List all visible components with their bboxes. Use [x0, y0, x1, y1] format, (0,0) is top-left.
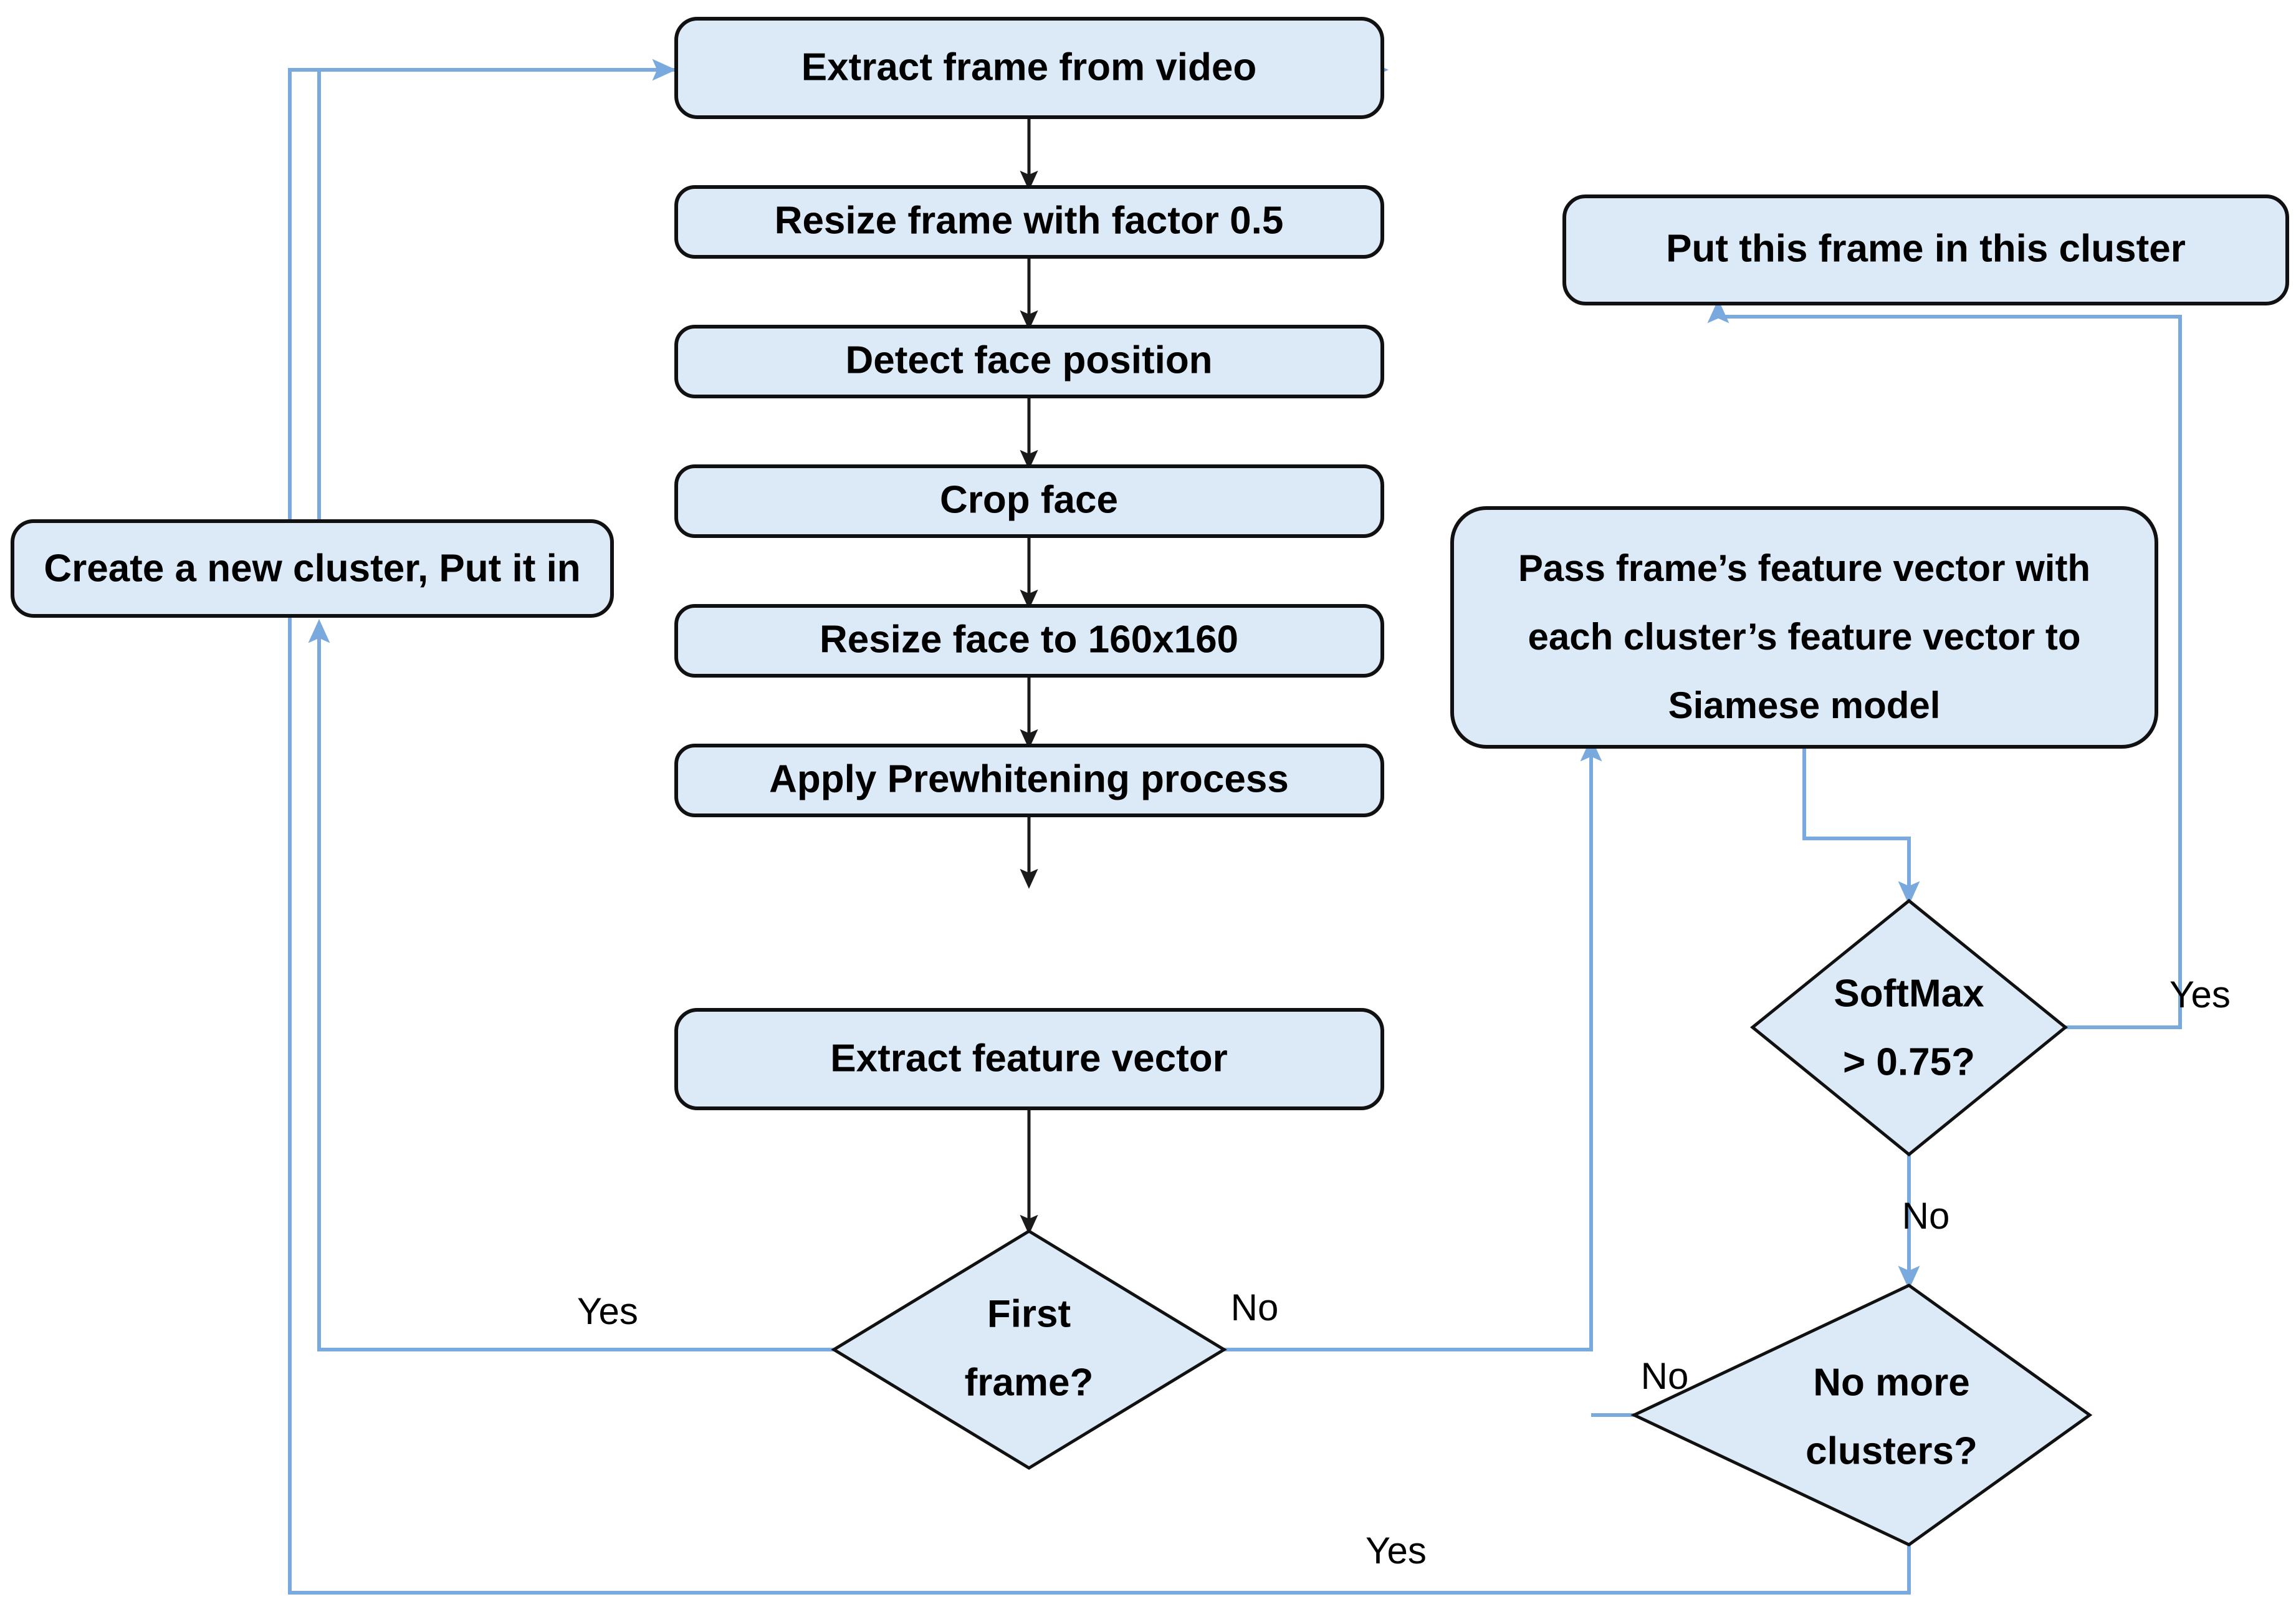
- edge-label-softmax-no: No: [1902, 1195, 1950, 1237]
- node-no-more-clusters-label-line1: No more: [1813, 1361, 1969, 1404]
- edge-label-softmax-yes: Yes: [2169, 974, 2231, 1015]
- node-softmax[interactable]: SoftMax > 0.75?: [1750, 898, 2068, 1157]
- node-softmax-shape: [1750, 898, 2068, 1157]
- node-crop-face[interactable]: Crop face: [674, 464, 1384, 538]
- node-crop-face-shape: [674, 464, 1384, 538]
- node-resize-frame-shape: [674, 185, 1384, 259]
- node-softmax-label-line1: SoftMax: [1834, 972, 1984, 1015]
- node-resize-face[interactable]: Resize face to 160x160: [674, 604, 1384, 678]
- node-siamese-label-line3: Siamese model: [1668, 684, 1941, 726]
- node-extract-vector-label: Extract feature vector: [830, 1037, 1228, 1080]
- node-prewhitening-label: Apply Prewhitening process: [769, 757, 1289, 800]
- node-extract-frame-label: Extract frame from video: [801, 46, 1256, 89]
- node-no-more-clusters[interactable]: No more clusters?: [1630, 1284, 2093, 1547]
- node-put-in-cluster-label: Put this frame in this cluster: [1666, 227, 2186, 270]
- node-softmax-label-line2: > 0.75?: [1843, 1040, 1975, 1083]
- edge-firstframe-yes-to-create-cluster: [308, 619, 834, 1351]
- node-create-cluster-label: Create a new cluster, Put it in: [44, 547, 580, 590]
- edge-softmax-yes-to-put-in-cluster: [1707, 299, 2182, 1029]
- edge-siamese-to-softmax: [1802, 747, 1920, 905]
- node-resize-frame[interactable]: Resize frame with factor 0.5: [674, 185, 1384, 259]
- edge-label-no-more-clusters-no: No: [1641, 1355, 1689, 1397]
- node-detect-face-label: Detect face position: [845, 338, 1212, 382]
- node-first-frame-shape: [831, 1229, 1227, 1470]
- node-create-cluster-shape: [11, 519, 614, 618]
- node-extract-vector[interactable]: Extract feature vector: [674, 1008, 1384, 1110]
- edge-nomoreclusters-yes-to-extract-frame: [288, 59, 1911, 1595]
- node-resize-frame-label: Resize frame with factor 0.5: [775, 199, 1284, 242]
- node-extract-vector-shape: [674, 1008, 1384, 1110]
- node-siamese-shape: [1450, 506, 2158, 749]
- node-siamese[interactable]: Pass frame’s feature vector with each cl…: [1450, 506, 2158, 749]
- node-first-frame-label-line1: First: [987, 1292, 1071, 1335]
- node-extract-frame-shape: [674, 17, 1384, 119]
- node-put-in-cluster[interactable]: Put this frame in this cluster: [1562, 194, 2289, 305]
- node-prewhitening[interactable]: Apply Prewhitening process: [674, 744, 1384, 817]
- node-siamese-label-line2: each cluster’s feature vector to: [1528, 616, 2080, 658]
- node-create-cluster[interactable]: Create a new cluster, Put it in: [11, 519, 614, 618]
- node-first-frame[interactable]: First frame?: [831, 1229, 1227, 1470]
- node-resize-face-shape: [674, 604, 1384, 678]
- node-prewhitening-shape: [674, 744, 1384, 817]
- edge-label-first-frame-yes: Yes: [577, 1290, 638, 1332]
- edge-label-first-frame-no: No: [1231, 1287, 1279, 1328]
- node-no-more-clusters-shape: [1630, 1284, 2093, 1547]
- node-no-more-clusters-label-line2: clusters?: [1806, 1429, 1978, 1472]
- node-extract-frame[interactable]: Extract frame from video: [674, 17, 1384, 119]
- node-siamese-label-line1: Pass frame’s feature vector with: [1518, 547, 2090, 589]
- node-detect-face[interactable]: Detect face position: [674, 325, 1384, 398]
- node-resize-face-label: Resize face to 160x160: [820, 618, 1238, 661]
- node-first-frame-label-line2: frame?: [965, 1361, 1094, 1404]
- node-put-in-cluster-shape: [1562, 194, 2289, 305]
- edge-create-cluster-to-extract-frame: [317, 59, 676, 521]
- edge-firstframe-no-to-siamese: [1224, 737, 1602, 1351]
- edge-label-no-more-clusters-yes: Yes: [1366, 1530, 1427, 1572]
- node-crop-face-label: Crop face: [940, 478, 1118, 521]
- node-detect-face-shape: [674, 325, 1384, 398]
